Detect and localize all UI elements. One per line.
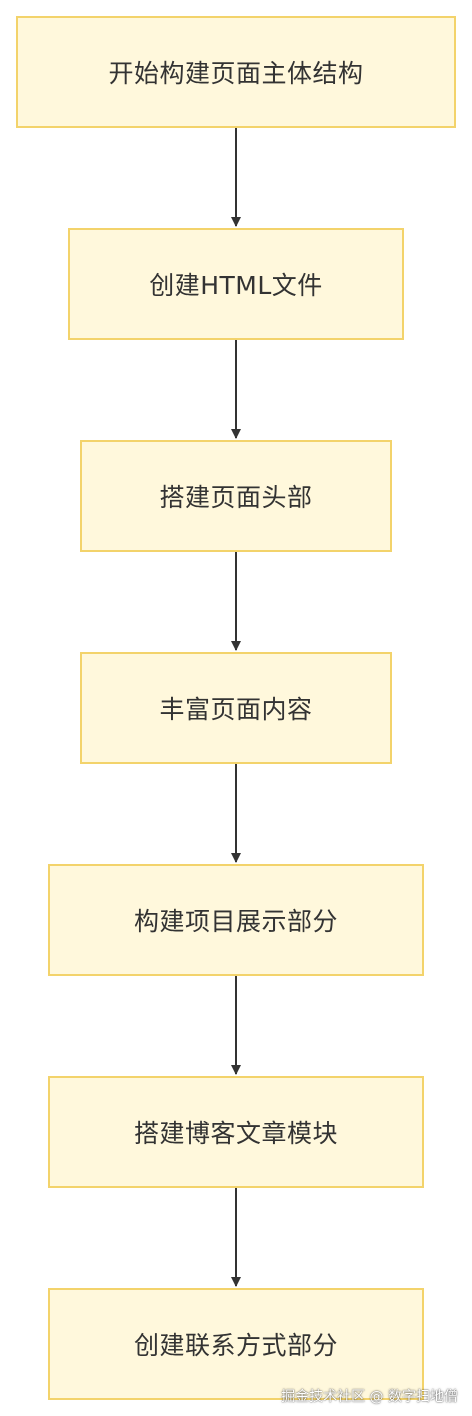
flow-node-start: 开始构建页面主体结构 — [16, 16, 456, 128]
flow-node-blog-module: 搭建博客文章模块 — [48, 1076, 424, 1188]
flow-node-build-header: 搭建页面头部 — [80, 440, 392, 552]
flow-node-contact-section: 创建联系方式部分 — [48, 1288, 424, 1400]
flow-node-enrich-content: 丰富页面内容 — [80, 652, 392, 764]
flow-node-create-html: 创建HTML文件 — [68, 228, 404, 340]
watermark-text: 掘金技术社区 @ 数字扫地僧 — [281, 1389, 458, 1405]
flow-node-projects-section: 构建项目展示部分 — [48, 864, 424, 976]
